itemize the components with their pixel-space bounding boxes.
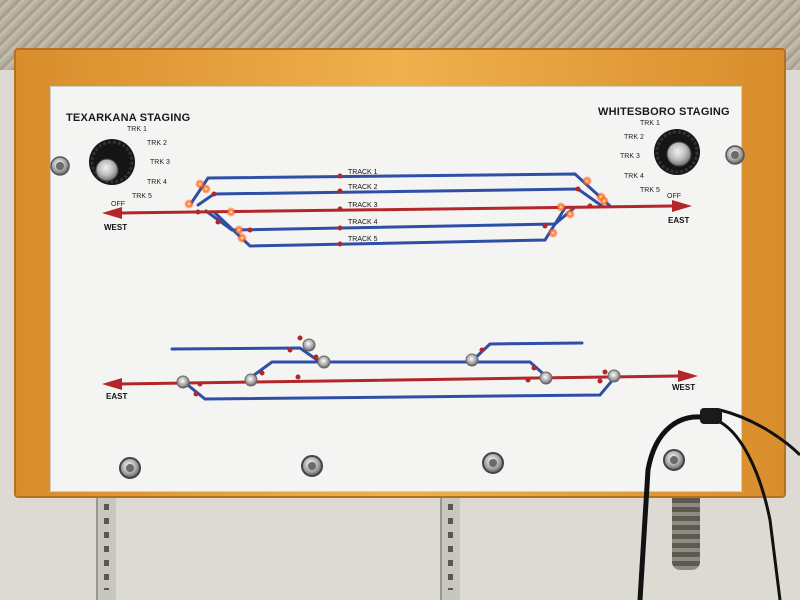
screw-icon	[663, 449, 685, 471]
right-switch-pos-1: TRK 1	[640, 120, 660, 127]
led-indicator	[548, 228, 558, 238]
turnout-switch[interactable]	[539, 371, 553, 385]
block-dot	[337, 206, 343, 212]
block-dot	[542, 223, 548, 229]
west-label-lower: WEST	[672, 383, 695, 392]
east-arrow-upper	[672, 200, 692, 212]
west-arrow-lower	[678, 370, 698, 382]
screw-icon	[119, 457, 141, 479]
turnout-switch[interactable]	[244, 373, 258, 387]
left-switch-pos-4: TRK 4	[147, 179, 167, 186]
staging-track-5	[212, 206, 567, 248]
block-dot	[575, 186, 581, 192]
right-switch-pos-2: TRK 2	[624, 134, 644, 141]
right-switch-pos-off: OFF	[667, 193, 681, 200]
block-dot	[297, 335, 303, 341]
led-indicator	[565, 209, 575, 219]
lower-siding-upper-right	[470, 341, 584, 363]
left-switch-pos-2: TRK 2	[147, 140, 167, 147]
staging-track-1	[188, 172, 612, 208]
right-switch-pos-3: TRK 3	[620, 153, 640, 160]
staging-track-2	[196, 187, 604, 208]
block-dot	[247, 227, 253, 233]
screw-icon	[482, 452, 504, 474]
turnout-switch[interactable]	[607, 369, 621, 383]
lower-siding-middle	[248, 360, 550, 380]
east-label-lower: EAST	[106, 392, 127, 401]
led-indicator	[582, 176, 592, 186]
shelf-rail-left	[96, 480, 116, 600]
track-2-label: TRACK 2	[348, 184, 378, 191]
turnout-switch[interactable]	[176, 375, 190, 389]
lower-mainline	[116, 374, 680, 386]
track-4-label: TRACK 4	[348, 219, 378, 226]
east-label-upper: EAST	[668, 216, 689, 225]
right-switch-pos-5: TRK 5	[640, 187, 660, 194]
led-indicator	[237, 233, 247, 243]
block-dot	[602, 369, 608, 375]
track-3-label: TRACK 3	[348, 202, 378, 209]
block-dot	[195, 209, 201, 215]
left-switch-pos-1: TRK 1	[127, 126, 147, 133]
block-dot	[313, 354, 319, 360]
screw-icon	[725, 145, 745, 165]
led-indicator	[556, 202, 566, 212]
left-track-selector-knob[interactable]	[89, 139, 135, 185]
track-5-label: TRACK 5	[348, 236, 378, 243]
block-dot	[597, 378, 603, 384]
right-switch-pos-4: TRK 4	[624, 173, 644, 180]
control-panel	[50, 86, 742, 492]
left-switch-pos-3: TRK 3	[150, 159, 170, 166]
block-dot	[197, 381, 203, 387]
screw-icon	[301, 455, 323, 477]
block-dot	[587, 203, 593, 209]
block-dot	[295, 374, 301, 380]
block-dot	[525, 377, 531, 383]
left-staging-title: TEXARKANA STAGING	[66, 112, 191, 124]
turnout-switch[interactable]	[317, 355, 331, 369]
west-label-upper: WEST	[104, 223, 127, 232]
block-dot	[287, 347, 293, 353]
east-arrow-lower	[102, 378, 122, 390]
turnout-switch[interactable]	[302, 338, 316, 352]
lower-siding-top	[170, 346, 322, 364]
block-dot	[479, 347, 485, 353]
block-dot	[531, 365, 537, 371]
block-dot	[337, 225, 343, 231]
right-staging-title: WHITESBORO STAGING	[598, 106, 730, 118]
west-arrow-upper	[102, 207, 122, 219]
power-cable	[715, 418, 782, 600]
block-dot	[337, 241, 343, 247]
left-switch-pos-5: TRK 5	[132, 193, 152, 200]
block-dot	[215, 219, 221, 225]
led-indicator	[226, 207, 236, 217]
block-dot	[259, 370, 265, 376]
left-switch-pos-off: OFF	[111, 201, 125, 208]
power-cable	[637, 414, 709, 600]
block-dot	[337, 188, 343, 194]
block-dot	[337, 173, 343, 179]
shelf-rail-right	[440, 480, 460, 600]
right-track-selector-knob[interactable]	[654, 129, 700, 175]
turnout-switch[interactable]	[465, 353, 479, 367]
lower-siding-bottom	[182, 374, 618, 401]
screw-icon	[50, 156, 70, 176]
staging-mainline-track-3	[118, 204, 674, 215]
led-indicator	[234, 225, 244, 235]
block-dot	[211, 191, 217, 197]
power-plug	[700, 408, 722, 424]
led-indicator	[201, 184, 211, 194]
led-indicator	[599, 196, 609, 206]
led-indicator	[184, 199, 194, 209]
track-1-label: TRACK 1	[348, 169, 378, 176]
block-dot	[193, 391, 199, 397]
power-cable	[719, 408, 800, 457]
